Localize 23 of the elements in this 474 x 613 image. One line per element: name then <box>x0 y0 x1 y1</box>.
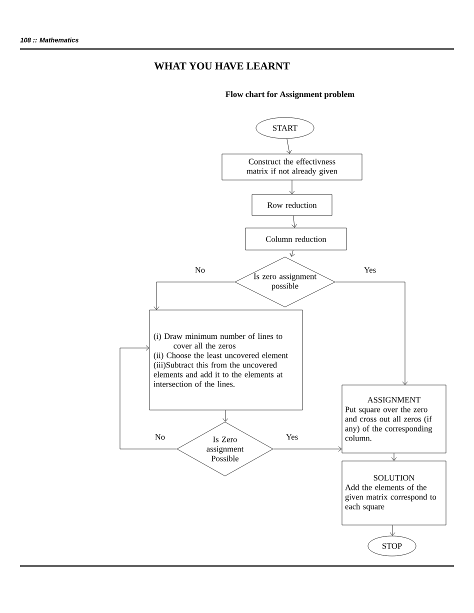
process-box: Row reduction <box>252 194 332 216</box>
edge-label: No <box>154 433 166 441</box>
arrow <box>290 250 295 257</box>
process-box: SOLUTION Add the elements of the given matrix correspond to each square <box>342 460 446 526</box>
arrow <box>289 180 295 194</box>
process-box: Column reduction <box>245 228 347 250</box>
arrow <box>391 453 397 461</box>
arrow <box>154 282 235 310</box>
edge-label: No <box>194 266 206 274</box>
process-box: (i) Draw minimum number of lines to cover all the zeros (ii) Choose the least uncovered element (iii)Subtract this from the uncovered elements and add it to the elements at intersection of the lines. <box>149 310 303 410</box>
process-box: Construct the effectivness matrix if not already given <box>222 154 362 180</box>
edge-label: Yes <box>284 433 299 441</box>
caption: Flow chart for Assignment problem <box>226 91 354 99</box>
arrow <box>286 138 292 154</box>
arrow <box>120 345 177 450</box>
arrow <box>222 410 228 422</box>
arrow <box>273 446 342 452</box>
edge-label: Yes <box>362 266 377 274</box>
arrow <box>390 525 396 536</box>
title: WHAT YOU HAVE LEARNT <box>154 62 290 70</box>
process-box: ASSIGNMENT Put square over the zero and cross out all zeros (if any) of the corresponding column. <box>342 384 446 454</box>
arrow <box>335 282 408 385</box>
arrow <box>292 216 297 228</box>
